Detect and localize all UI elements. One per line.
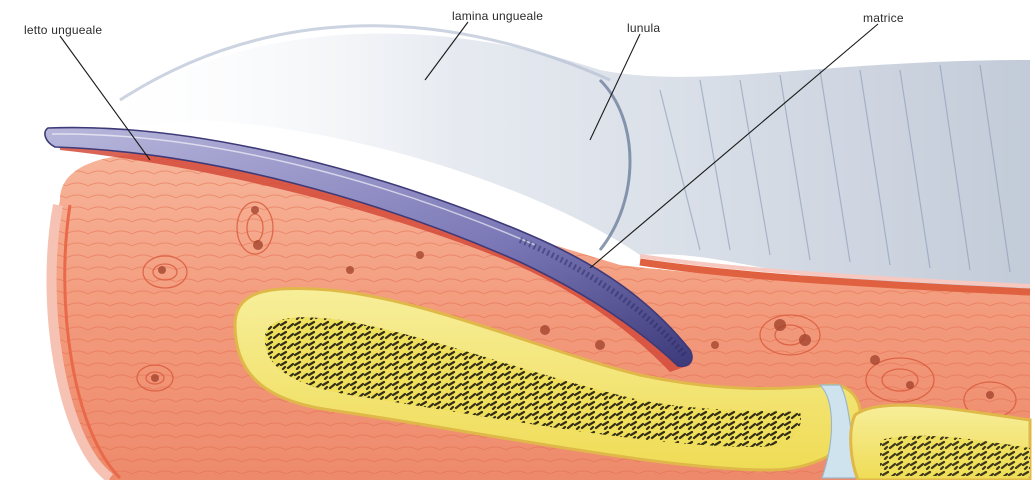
label-lunula: lunula xyxy=(627,21,660,35)
label-letto-ungueale: letto ungueale xyxy=(24,23,102,37)
label-lamina-ungueale: lamina ungueale xyxy=(452,9,543,23)
label-matrice: matrice xyxy=(863,11,904,25)
